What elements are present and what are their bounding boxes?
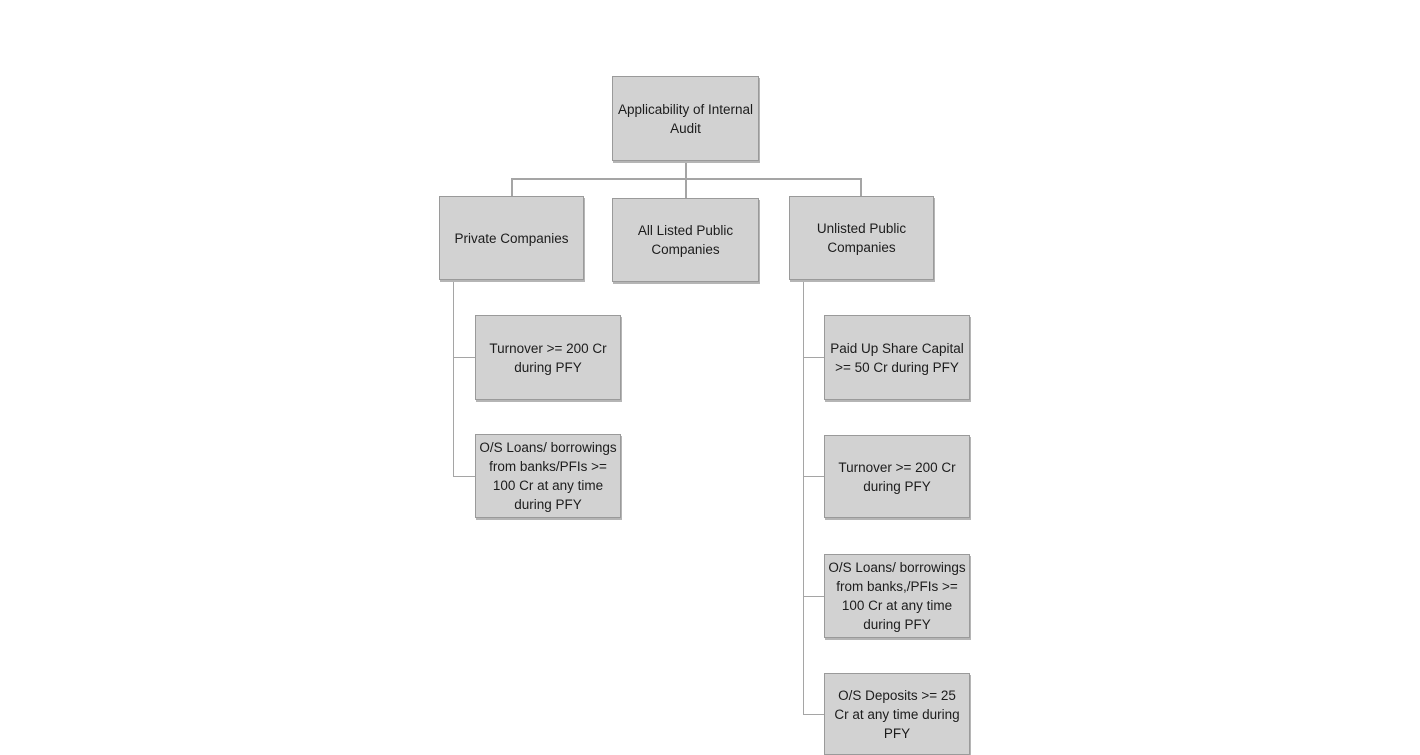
unlisted-criterion-turnover: Turnover >= 200 Cr during PFY bbox=[824, 435, 970, 518]
branch-unlisted-public-companies-label: Unlisted Public Companies bbox=[816, 221, 907, 255]
connector-unlisted-child-2 bbox=[803, 476, 825, 477]
private-criterion-turnover-label: Turnover >= 200 Cr during PFY bbox=[489, 340, 607, 375]
unlisted-criterion-share-capital: Paid Up Share Capital >= 50 Cr during PF… bbox=[824, 315, 970, 400]
root-node-label: Applicability of Internal Audit bbox=[617, 101, 754, 136]
branch-private-companies: Private Companies bbox=[439, 196, 584, 280]
connector-root-down bbox=[685, 161, 687, 179]
unlisted-criterion-deposits-label: O/S Deposits >= 25 Cr at any time during… bbox=[834, 687, 960, 741]
connector-private-child-1 bbox=[453, 357, 476, 358]
unlisted-criterion-deposits: O/S Deposits >= 25 Cr at any time during… bbox=[824, 673, 970, 755]
unlisted-criterion-loans-label: O/S Loans/ borrowings from banks,/PFIs >… bbox=[828, 560, 966, 632]
connector-unlisted-child-3 bbox=[803, 596, 825, 597]
connector-to-unlisted bbox=[860, 178, 862, 197]
branch-all-listed-public-companies: All Listed Public Companies bbox=[612, 198, 759, 282]
connector-to-listed bbox=[685, 178, 687, 198]
branch-private-companies-label: Private Companies bbox=[454, 230, 569, 246]
branch-unlisted-public-companies: Unlisted Public Companies bbox=[789, 196, 934, 280]
unlisted-criterion-turnover-label: Turnover >= 200 Cr during PFY bbox=[838, 459, 956, 494]
connector-unlisted-child-1 bbox=[803, 357, 825, 358]
private-criterion-turnover: Turnover >= 200 Cr during PFY bbox=[475, 315, 621, 400]
connector-to-private bbox=[511, 178, 513, 197]
unlisted-criterion-share-capital-label: Paid Up Share Capital >= 50 Cr during PF… bbox=[830, 340, 964, 375]
private-criterion-loans-label: O/S Loans/ borrowings from banks/PFIs >=… bbox=[479, 440, 617, 512]
connector-private-child-2 bbox=[453, 476, 476, 477]
connector-unlisted-child-4 bbox=[803, 714, 825, 715]
unlisted-criterion-loans: O/S Loans/ borrowings from banks,/PFIs >… bbox=[824, 554, 970, 638]
connector-unlisted-spine bbox=[803, 280, 804, 715]
connector-private-spine bbox=[453, 280, 454, 477]
branch-all-listed-public-companies-label: All Listed Public Companies bbox=[637, 223, 734, 257]
root-node: Applicability of Internal Audit bbox=[612, 76, 759, 161]
private-criterion-loans: O/S Loans/ borrowings from banks/PFIs >=… bbox=[475, 434, 621, 518]
